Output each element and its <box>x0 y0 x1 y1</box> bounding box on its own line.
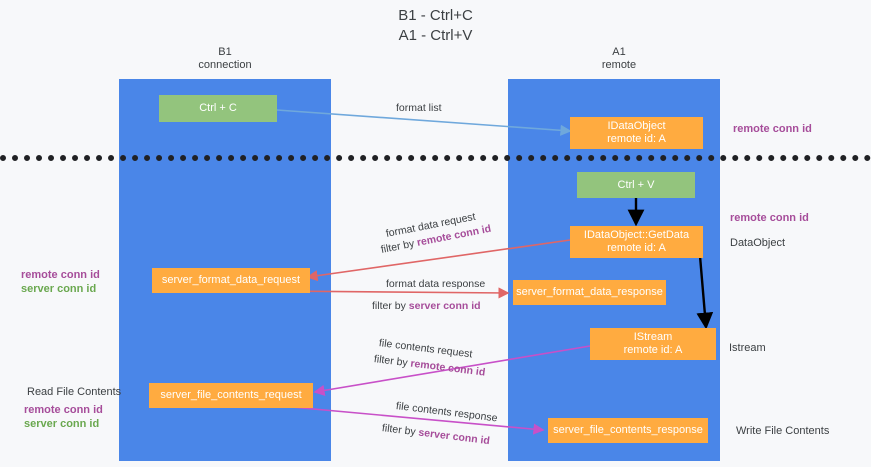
edge-label-filter-4-prefix: filter by <box>381 422 420 439</box>
label-remote-conn-id-top-text: remote conn id <box>733 123 812 135</box>
edge-label-filter-3-value: remote conn id <box>409 357 486 379</box>
node-istream[interactable]: IStream remote id: A <box>590 328 716 360</box>
label-dataobject: DataObject <box>730 236 785 250</box>
node-server-format-data-response-label: server_format_data_response <box>516 286 663 298</box>
node-server-file-contents-request[interactable]: server_file_contents_request <box>149 383 313 408</box>
page-title: B1 - Ctrl+C A1 - Ctrl+V <box>0 6 871 46</box>
edge-label-filter-server-conn-id-4: filter by server conn id <box>381 421 490 448</box>
node-idataobject-line1: IDataObject <box>607 120 666 132</box>
label-read-file-contents-text: Read File Contents <box>27 386 122 398</box>
label-dataobject-text: DataObject <box>730 237 786 249</box>
node-server-file-contents-response[interactable]: server_file_contents_response <box>548 418 708 443</box>
edge-label-format-data-response-text: format data response <box>386 278 486 290</box>
edge-label-format-list: format list <box>396 101 442 115</box>
node-getdata-line1: IDataObject::GetData <box>583 229 690 241</box>
label-server-conn-id-1: server conn id <box>21 283 97 295</box>
edge-label-filter-4-value: server conn id <box>417 426 491 448</box>
phase-divider <box>0 155 871 161</box>
edge-label-filter-server-conn-id-2: filter by server conn id <box>372 299 481 313</box>
column-header-b1: B1 connection <box>155 46 295 72</box>
edge-label-format-list-text: format list <box>396 102 442 114</box>
label-remote-conn-id-mid: remote conn id <box>730 211 809 225</box>
label-server-conn-id-2: server conn id <box>24 418 100 430</box>
label-write-file-contents: Write File Contents <box>736 424 829 438</box>
title-line-2: A1 - Ctrl+V <box>398 27 473 44</box>
edge-label-filter-3-prefix: filter by <box>373 353 412 370</box>
label-read-file-contents: Read File Contents <box>27 385 121 399</box>
label-remote-conn-id-mid-text: remote conn id <box>730 212 809 224</box>
label-istream-text: Istream <box>729 342 766 354</box>
edge-label-file-contents-response: file contents response <box>395 399 498 425</box>
node-server-format-data-request[interactable]: server_format_data_request <box>152 268 310 293</box>
column-header-b1-sub: connection <box>198 59 252 71</box>
label-remote-conn-id-2: remote conn id <box>24 404 103 416</box>
edge-label-filter-1-prefix: filter by <box>379 237 419 256</box>
node-ctrl-v[interactable]: Ctrl + V <box>577 172 695 198</box>
node-getdata-line2: remote id: A <box>607 242 666 254</box>
column-header-a1: A1 remote <box>549 46 689 72</box>
label-remote-conn-id-top: remote conn id <box>733 122 812 136</box>
edge-label-format-data-response: format data response <box>386 277 485 291</box>
label-conn-ids-lower: remote conn id server conn id <box>24 403 103 431</box>
node-server-format-data-request-label: server_format_data_request <box>161 274 301 286</box>
edge-label-file-contents-response-text: file contents response <box>395 400 499 425</box>
column-header-a1-name: A1 <box>612 46 626 58</box>
label-remote-conn-id-1: remote conn id <box>21 269 100 281</box>
label-conn-ids-upper: remote conn id server conn id <box>21 268 100 296</box>
edge-label-filter-2-value: server conn id <box>408 300 481 312</box>
label-istream: Istream <box>729 341 766 355</box>
edge-label-filter-2-prefix: filter by <box>372 300 409 312</box>
node-istream-line2: remote id: A <box>623 344 683 356</box>
node-server-file-contents-request-label: server_file_contents_request <box>160 389 302 401</box>
node-ctrl-v-label: Ctrl + V <box>617 178 655 191</box>
node-idataobject-getdata[interactable]: IDataObject::GetData remote id: A <box>570 226 703 258</box>
title-line-1: B1 - Ctrl+C <box>398 7 473 24</box>
node-idataobject[interactable]: IDataObject remote id: A <box>570 117 703 149</box>
node-ctrl-c[interactable]: Ctrl + C <box>159 95 277 122</box>
column-header-b1-name: B1 <box>218 46 232 58</box>
node-server-file-contents-response-label: server_file_contents_response <box>553 424 703 436</box>
node-istream-line1: IStream <box>633 331 673 343</box>
column-header-a1-sub: remote <box>601 59 637 71</box>
node-idataobject-line2: remote id: A <box>607 133 666 145</box>
label-write-file-contents-text: Write File Contents <box>736 425 830 437</box>
node-server-format-data-response[interactable]: server_format_data_response <box>513 280 666 305</box>
node-ctrl-c-label: Ctrl + C <box>199 102 237 114</box>
